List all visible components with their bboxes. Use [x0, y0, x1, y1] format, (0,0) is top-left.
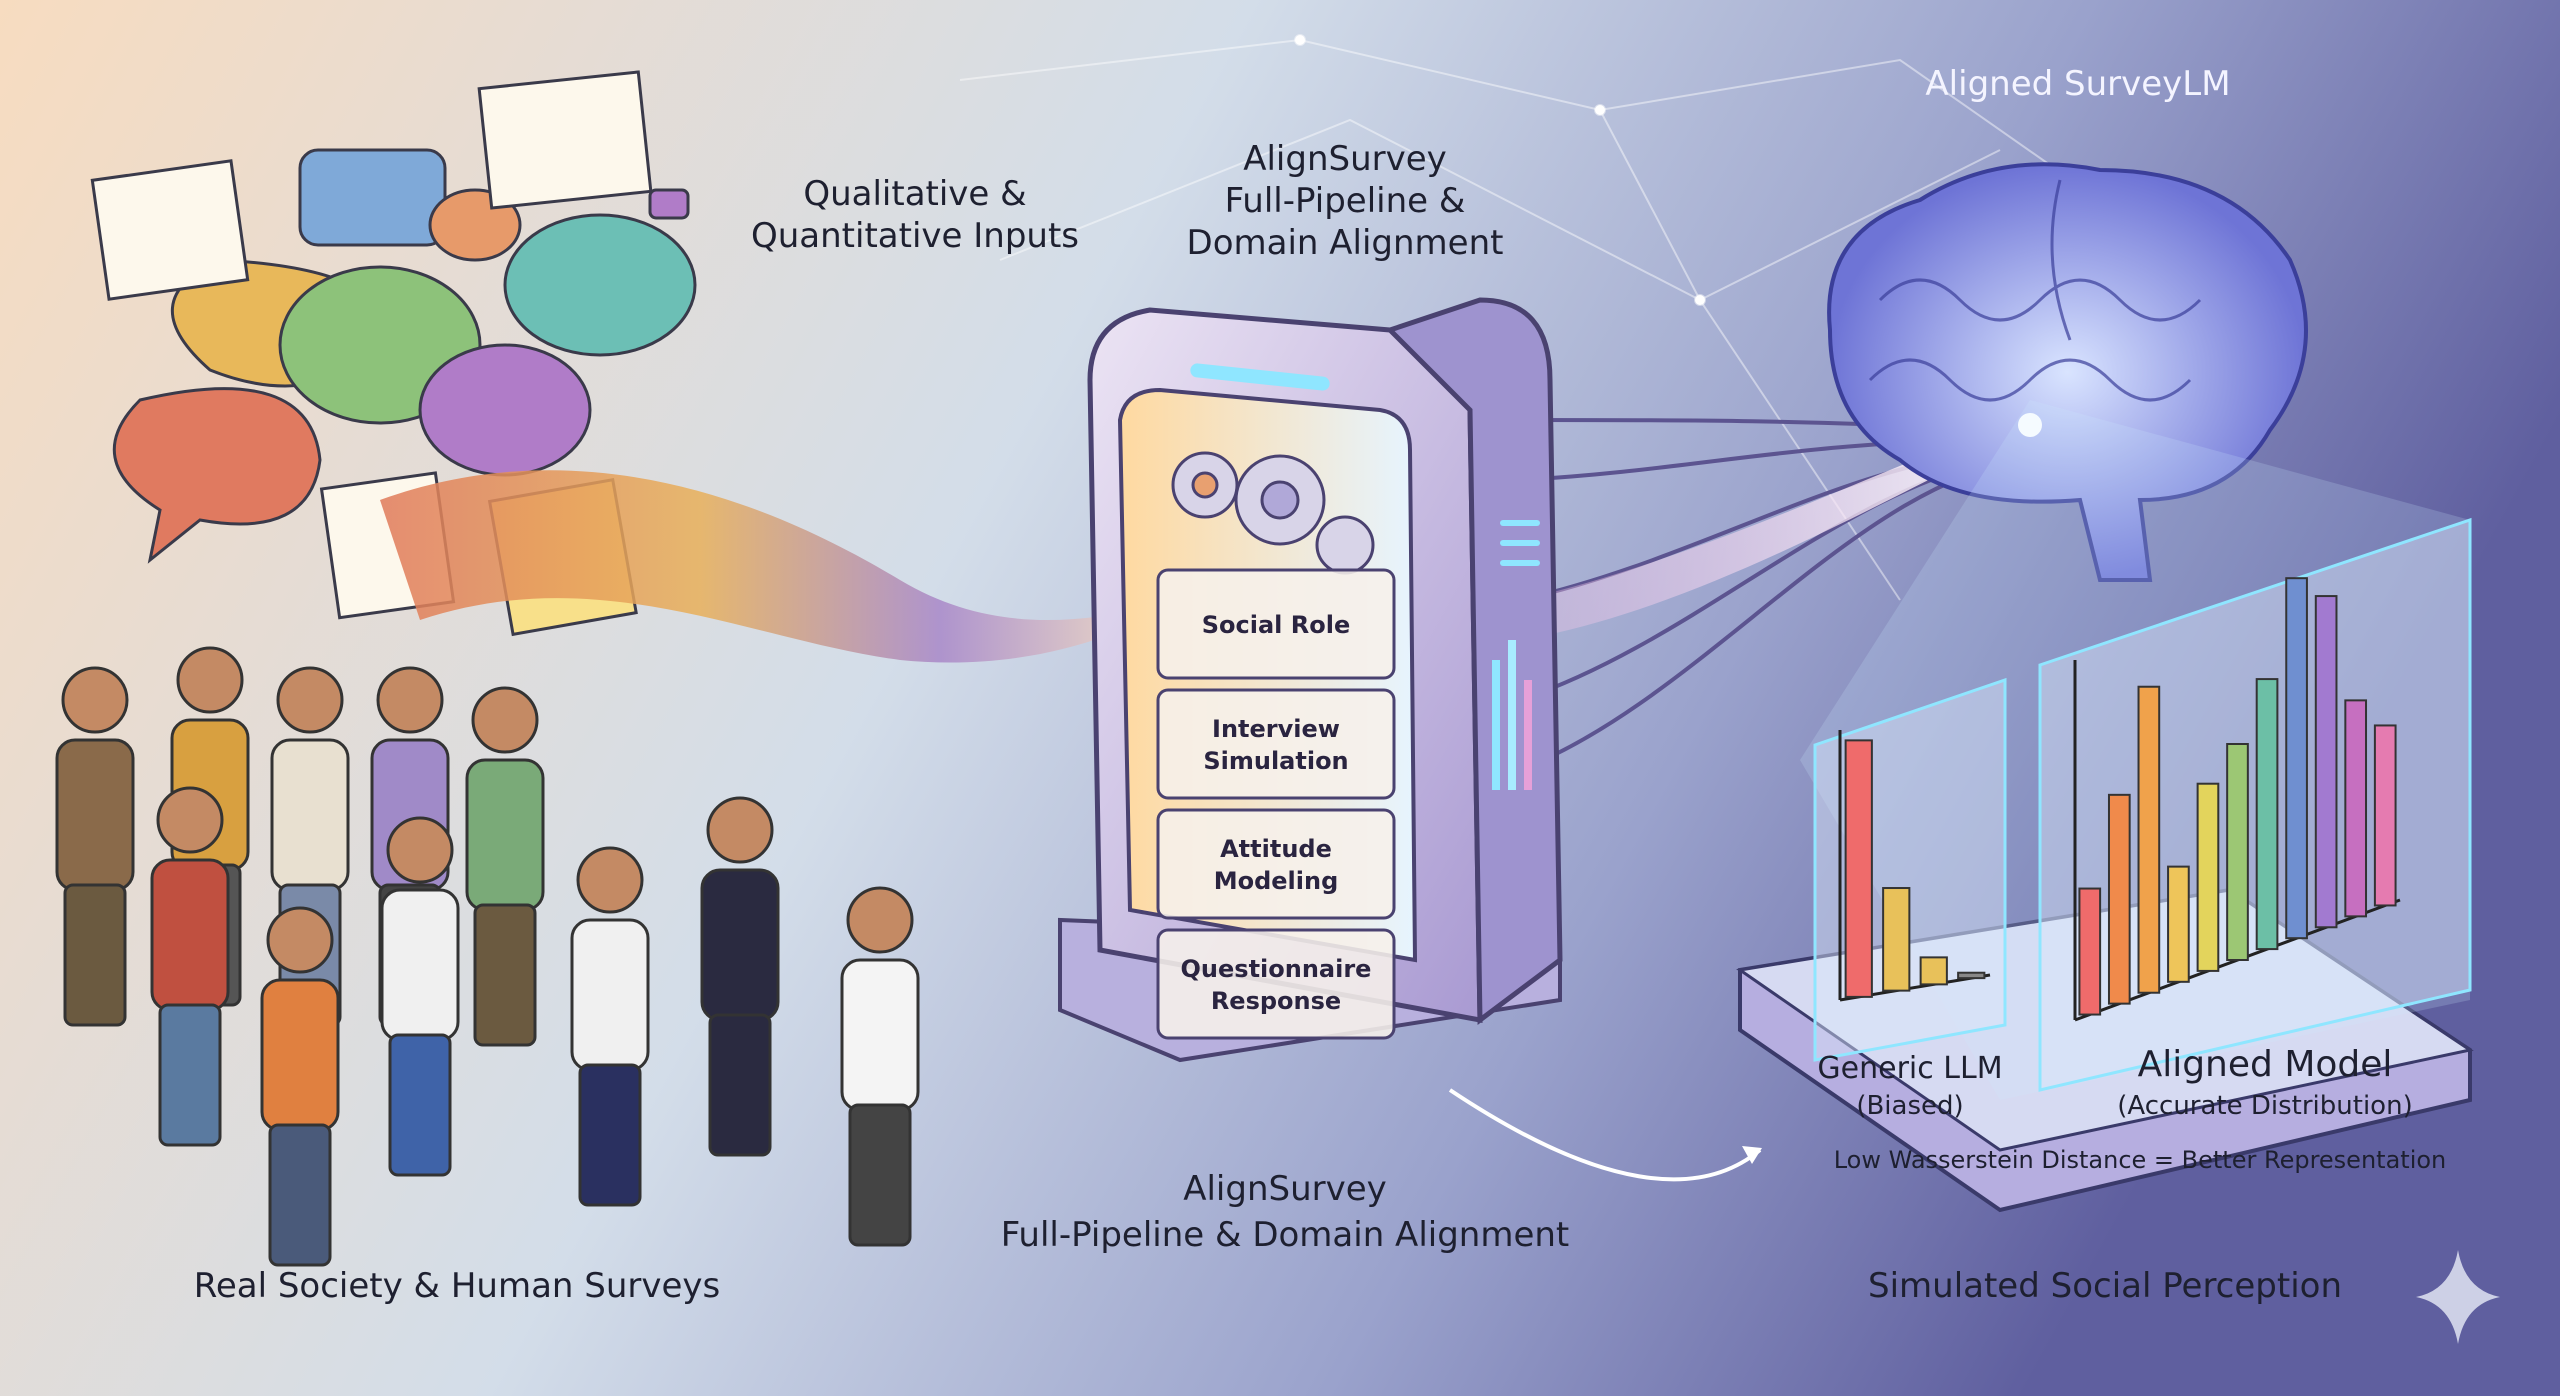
- brain-icon: [1827, 162, 2308, 582]
- wasserstein-note: Low Wasserstein Distance = Better Repres…: [1834, 1146, 2447, 1174]
- chart-bar: [2344, 699, 2368, 918]
- flow-arrow: [1448, 1088, 1762, 1182]
- person: [150, 786, 230, 1147]
- person: [465, 686, 545, 1047]
- inputs-label-line1: Qualitative &: [803, 174, 1026, 214]
- chart-bar: [2314, 595, 2338, 929]
- person: [55, 666, 135, 1027]
- perception-label: Simulated Social Perception: [1868, 1266, 2342, 1306]
- chart-bar: [2285, 577, 2308, 940]
- generic-llm-panel: [1813, 677, 2007, 1062]
- stage-label: Interview: [1212, 715, 1340, 743]
- pipeline-stage: Social Role: [1156, 568, 1396, 680]
- speech-bubbles: [90, 70, 697, 637]
- gear-icons: [1171, 451, 1375, 575]
- chart-bar: [2196, 782, 2220, 972]
- stage-label: Attitude: [1220, 835, 1332, 863]
- pipeline-title-line1: AlignSurvey: [1243, 139, 1447, 179]
- chart-bar: [2255, 678, 2279, 951]
- sparkle-icon: [2416, 1250, 2500, 1344]
- society-label: Real Society & Human Surveys: [194, 1266, 721, 1306]
- person: [700, 796, 780, 1157]
- person: [840, 886, 920, 1247]
- data-stream: [380, 470, 1180, 663]
- inputs-label-line2: Quantitative Inputs: [751, 216, 1079, 256]
- aligned-model-title: Aligned Model: [2138, 1044, 2393, 1085]
- stage-box: [1156, 688, 1396, 800]
- chart-bar: [2167, 865, 2190, 983]
- generic-llm-chart: [1838, 730, 1991, 1002]
- pipeline-title-line3: Domain Alignment: [1187, 223, 1504, 263]
- chart-bar: [2137, 685, 2161, 994]
- pipeline-caption-line1: AlignSurvey: [1183, 1169, 1387, 1209]
- stage-label: Questionnaire: [1181, 955, 1372, 983]
- stage-label: Simulation: [1203, 747, 1348, 775]
- stage-label: Response: [1211, 987, 1341, 1015]
- pipeline-caption-line2: Full-Pipeline & Domain Alignment: [1001, 1215, 1570, 1255]
- chart-bar: [1919, 956, 1948, 986]
- chart-bar: [1882, 887, 1911, 992]
- chart-bar: [1844, 739, 1873, 998]
- stage-label: Social Role: [1202, 611, 1350, 639]
- light-beam: [1520, 415, 2030, 640]
- aligned-model-subtitle: (Accurate Distribution): [2117, 1091, 2412, 1121]
- model-title: Aligned SurveyLM: [1925, 64, 2230, 104]
- stage-label: Modeling: [1214, 867, 1339, 895]
- aligned-model-chart: [2073, 577, 2401, 1022]
- people-group: [55, 646, 920, 1267]
- pipeline-title-line2: Full-Pipeline &: [1225, 181, 1466, 221]
- chart-bar: [2373, 724, 2397, 907]
- stage-box: [1156, 928, 1396, 1040]
- network-lines: [959, 34, 2101, 601]
- person: [570, 846, 650, 1207]
- generic-llm-title: Generic LLM: [1817, 1051, 2002, 1086]
- stage-box: [1156, 808, 1396, 920]
- arrow-head-icon: [1742, 1146, 1762, 1164]
- stage-box: [1156, 568, 1396, 680]
- person: [260, 906, 340, 1267]
- person: [380, 816, 460, 1177]
- chart-bar: [2078, 887, 2102, 1016]
- chart-bar: [2226, 743, 2249, 961]
- generic-llm-subtitle: (Biased): [1856, 1091, 1963, 1121]
- chart-bar: [1957, 971, 1986, 980]
- chart-bar: [2107, 793, 2131, 1005]
